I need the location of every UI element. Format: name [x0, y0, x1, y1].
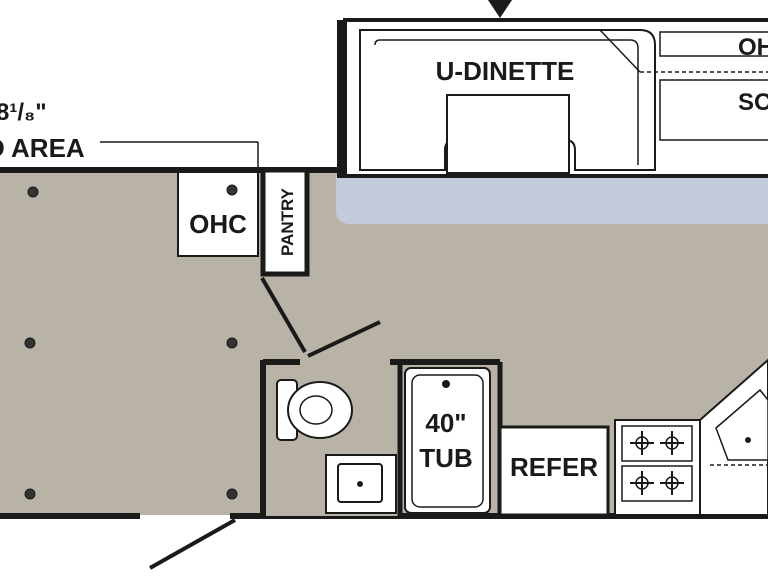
kitchen-sink-icon [699, 358, 768, 516]
pantry-label: PANTRY [278, 187, 297, 256]
area-name-label: D AREA [0, 133, 85, 163]
area-dimension-label: 8¹/₈" [0, 99, 47, 126]
bath-door [307, 320, 381, 358]
dinette-label: U-DINETTE [436, 56, 575, 86]
tub-label-size: 40" [425, 408, 466, 438]
dimension-callout: 8¹/₈" D AREA [0, 99, 259, 170]
dinette-table [446, 94, 570, 174]
ohc-top-label: OH [738, 34, 768, 61]
sofa-label: SO [738, 89, 768, 116]
entry-arrow-icon [488, 0, 512, 18]
ohc-left-label: OHC [189, 209, 247, 239]
dinette: U-DINETTE [359, 29, 656, 174]
tub-label-name: TUB [419, 443, 472, 473]
floor-fasteners [24, 186, 238, 500]
tub: 40" TUB [404, 367, 491, 514]
ohc-left-box [177, 171, 259, 257]
refer-box [498, 425, 610, 517]
toilet-icon [276, 379, 353, 441]
pantry-box [260, 167, 310, 277]
entry-door [149, 518, 236, 570]
refer-label: REFER [510, 452, 598, 482]
bathroom: 40" TUB [260, 359, 503, 516]
stove-icon [614, 419, 701, 516]
pantry-door [260, 276, 307, 354]
bath-sink-icon [325, 454, 397, 514]
slideout-floor [336, 176, 768, 224]
sofa-area: OH SO [599, 29, 768, 141]
